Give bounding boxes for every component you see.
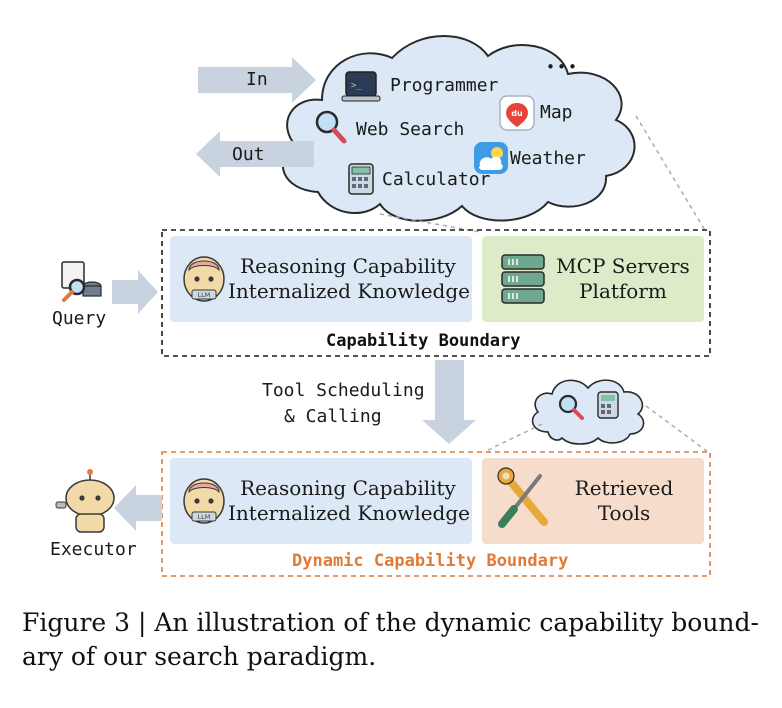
in-label: In <box>246 69 268 90</box>
reasoning-line2-1: Internalized Knowledge <box>228 279 471 303</box>
llm-badge-2: LLM <box>198 513 211 521</box>
cloud-connector-left <box>379 213 481 233</box>
web-search-icon <box>315 110 347 144</box>
reasoning-line1-2: Reasoning Capability <box>240 476 456 500</box>
query-icon <box>61 261 102 302</box>
svg-text:>_: >_ <box>351 81 362 91</box>
mcp-servers-text: MCP Servers Platform <box>548 254 698 304</box>
tool-weather: Weather <box>510 148 586 169</box>
tool-scheduling-arrow <box>422 360 476 444</box>
capability-boundary-box <box>161 229 711 357</box>
cloud-connector-right <box>635 115 707 233</box>
small-cloud-calculator-icon <box>597 391 619 419</box>
executor-label: Executor <box>50 539 137 560</box>
reasoning-box-2 <box>170 458 472 544</box>
figure-caption: Figure 3 | An illustration of the dynami… <box>22 606 762 674</box>
llm-badge-1: LLM <box>198 291 211 299</box>
dynamic-capability-boundary-label: Dynamic Capability Boundary <box>292 551 569 571</box>
tool-programmer: Programmer <box>390 75 499 96</box>
calling-label: & Calling <box>284 406 382 427</box>
retrieved-tools-cloud <box>531 379 645 445</box>
llm-robot-icon-2: LLM <box>183 478 225 524</box>
tool-scheduling-label: Tool Scheduling <box>262 380 425 401</box>
map-icon-text: du <box>511 109 523 118</box>
weather-icon <box>474 142 508 174</box>
tool-map: Map <box>540 102 573 123</box>
calculator-icon <box>348 163 374 195</box>
ellipsis: ••• <box>546 58 580 76</box>
mcp-line1: MCP Servers <box>556 254 690 278</box>
mcp-line2: Platform <box>579 279 667 303</box>
reasoning-line1-1: Reasoning Capability <box>240 254 456 278</box>
executor-arrow <box>114 485 162 531</box>
tool-web-search: Web Search <box>356 119 465 140</box>
server-icon <box>501 254 545 304</box>
executor-robot-icon <box>55 469 115 533</box>
reasoning-text-1: Reasoning Capability Internalized Knowle… <box>228 254 471 304</box>
out-arrow <box>196 131 314 177</box>
retrieved-line2: Tools <box>597 501 651 525</box>
map-icon: du <box>499 95 535 131</box>
programmer-icon: >_ <box>341 71 381 102</box>
tool-calculator: Calculator <box>382 169 491 190</box>
query-arrow <box>112 270 158 314</box>
small-cloud-connector-left <box>483 423 543 453</box>
capability-boundary-label: Capability Boundary <box>326 331 521 351</box>
out-label: Out <box>232 144 265 165</box>
small-cloud-connector-right <box>645 405 709 453</box>
reasoning-line2-2: Internalized Knowledge <box>228 501 471 525</box>
in-arrow <box>198 57 316 103</box>
wrench-screwdriver-icon <box>497 467 548 528</box>
caption-line1: Figure 3 | An illustration of the dynami… <box>22 608 759 637</box>
query-label: Query <box>52 308 107 329</box>
retrieved-line1: Retrieved <box>574 476 674 500</box>
reasoning-box-1 <box>170 236 472 322</box>
retrieved-tools-text: Retrieved Tools <box>550 476 698 526</box>
reasoning-text-2: Reasoning Capability Internalized Knowle… <box>228 476 471 526</box>
small-cloud-search-icon <box>558 394 584 420</box>
llm-robot-icon-1: LLM <box>183 256 225 302</box>
caption-line2: ary of our search paradigm. <box>22 642 377 671</box>
